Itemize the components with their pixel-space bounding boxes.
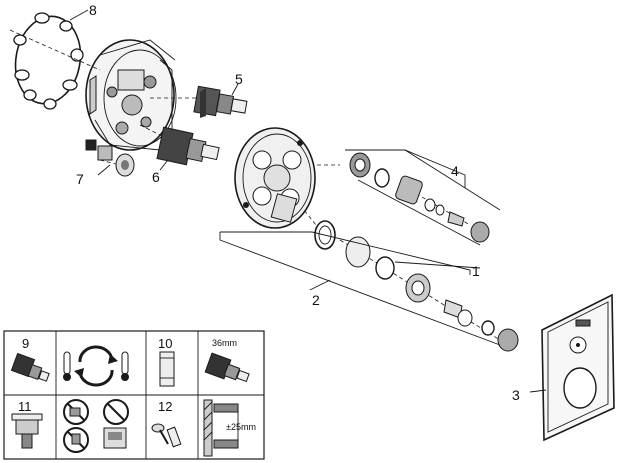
cartridge-9-icon xyxy=(10,352,50,382)
table-cell-9-number: 9 xyxy=(22,336,29,351)
part-6-cartridge xyxy=(156,126,220,171)
table-cell-12-number: 12 xyxy=(158,399,172,414)
screws-plugs-icon xyxy=(151,423,182,448)
mounting-plate xyxy=(234,127,316,229)
part-3-cover-plate xyxy=(529,293,615,442)
callout-4: 4 xyxy=(451,163,459,179)
callout-8: 8 xyxy=(89,2,97,18)
dimension-25mm: ±25mm xyxy=(226,422,256,432)
callout-labels: 8 5 6 7 4 1 2 3 xyxy=(76,2,520,403)
part-7-check-valve xyxy=(85,139,135,177)
valve-tool-icon xyxy=(11,413,43,449)
grease-tube-icon xyxy=(159,351,175,387)
no-abrasive-cleaner-icon xyxy=(63,427,89,453)
callout-6: 6 xyxy=(152,169,160,185)
table-cell-11-number: 11 xyxy=(18,399,32,414)
part-4-assembly xyxy=(345,149,501,246)
cleaning-product-icon xyxy=(103,399,129,449)
callout-1: 1 xyxy=(472,263,480,279)
table-cell-10-number: 10 xyxy=(158,336,172,351)
no-grease-prohibited-icon xyxy=(63,399,89,425)
housing-body xyxy=(85,39,177,151)
callout-2: 2 xyxy=(312,292,320,308)
wrench-cartridge-icon xyxy=(204,352,250,383)
callout-5: 5 xyxy=(235,71,243,87)
callout-7: 7 xyxy=(76,171,84,187)
callout-3: 3 xyxy=(512,387,520,403)
part-8-seal-ring xyxy=(13,9,89,110)
wall-depth-icon xyxy=(203,399,239,457)
part-1-2-assembly xyxy=(219,220,519,352)
info-table: 9 10 36mm xyxy=(3,330,265,460)
dimension-36mm: 36mm xyxy=(212,338,237,348)
temperature-cycle-icon xyxy=(63,345,129,387)
part-5-cartridge xyxy=(193,83,248,118)
